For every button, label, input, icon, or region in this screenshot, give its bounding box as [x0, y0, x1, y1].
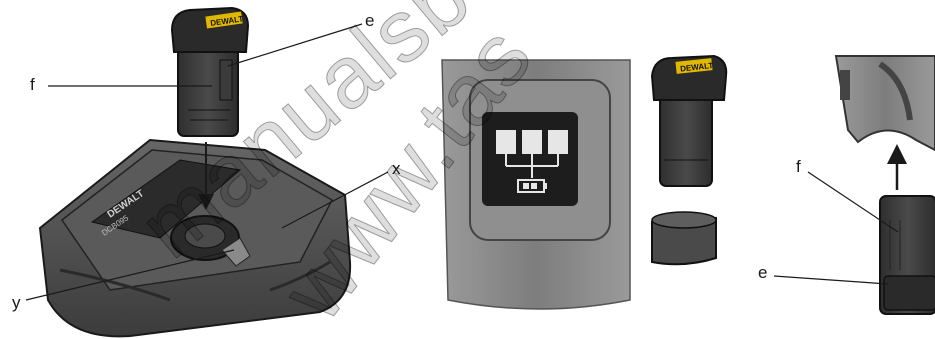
indicator-bar-2	[522, 130, 542, 154]
callout-e-2: e	[758, 264, 767, 281]
battery-pack-3	[880, 196, 935, 314]
callout-f: f	[30, 76, 35, 93]
battery-pack-2: DEWALT	[652, 56, 726, 186]
callout-y: y	[12, 294, 21, 311]
indicator-bar-3	[548, 130, 568, 154]
callout-f-2: f	[796, 158, 801, 175]
panel-3-tool	[774, 56, 935, 314]
